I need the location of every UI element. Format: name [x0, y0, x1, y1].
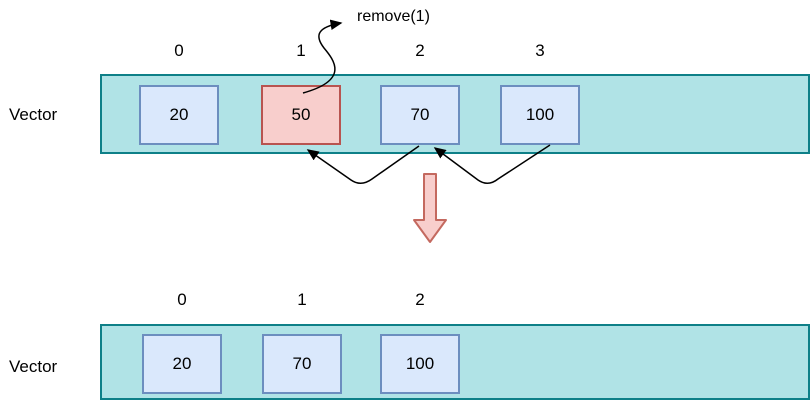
- big-down-arrow-icon: [413, 173, 447, 243]
- bottom-index-0: 0: [177, 290, 187, 309]
- bottom-cell-2: 100: [380, 334, 460, 394]
- top-cell-0: 20: [139, 85, 219, 145]
- top-vector-label: Vector: [9, 105, 58, 124]
- top-index-1: 1: [296, 41, 306, 60]
- top-cell-2: 70: [380, 85, 460, 145]
- top-index-2: 2: [415, 41, 425, 60]
- bottom-index-2: 2: [415, 290, 425, 309]
- bottom-cell-1: 70: [262, 334, 342, 394]
- operation-label: remove(1): [357, 8, 430, 25]
- top-index-0: 0: [174, 41, 184, 60]
- bottom-cell-0: 20: [142, 334, 222, 394]
- bottom-vector-label: Vector: [9, 357, 58, 376]
- bottom-index-1: 1: [297, 290, 307, 309]
- top-cell-3: 100: [500, 85, 580, 145]
- top-cell-1-removed: 50: [261, 85, 341, 145]
- top-index-3: 3: [535, 41, 545, 60]
